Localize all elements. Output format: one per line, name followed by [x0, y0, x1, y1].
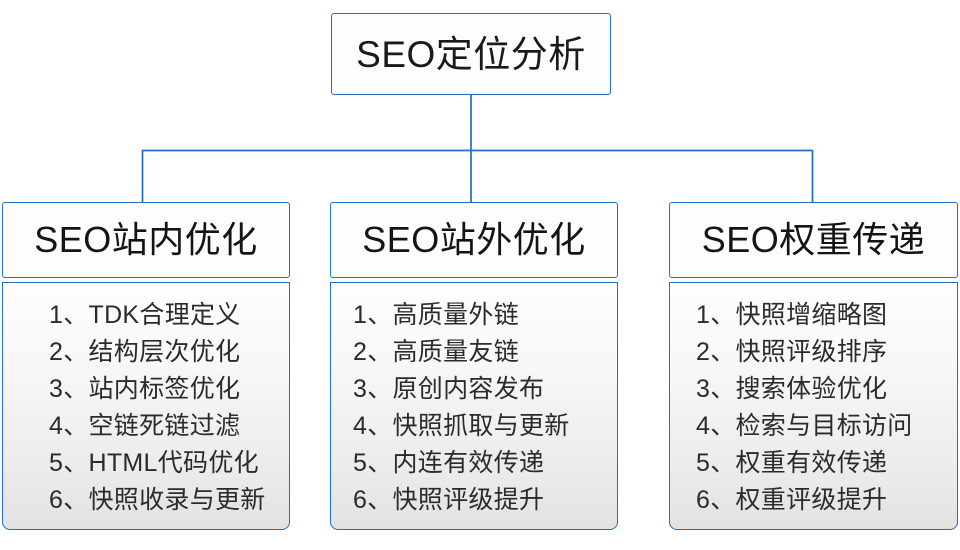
list-item: 1、快照增缩略图	[696, 301, 888, 329]
branch-title-2: SEO权重传递	[701, 219, 926, 260]
list-item: 6、快照收录与更新	[49, 486, 266, 514]
list-item: 1、高质量外链	[353, 301, 520, 329]
branch-item-list-0: 1、TDK合理定义 2、结构层次优化 3、站内标签优化 4、空链死链过滤 5、H…	[3, 297, 289, 519]
branch-item-list-2: 1、快照增缩略图 2、快照评级排序 3、搜索体验优化 4、检索与目标访问 5、权…	[670, 297, 957, 519]
branch-body-1: 1、高质量外链 2、高质量友链 3、原创内容发布 4、快照抓取与更新 5、内连有…	[330, 282, 618, 530]
list-item: 3、原创内容发布	[353, 375, 545, 403]
list-item: 4、快照抓取与更新	[353, 412, 570, 440]
branch-column-seo-offsite: SEO站外优化 1、高质量外链 2、高质量友链 3、原创内容发布 4、快照抓取与…	[330, 202, 618, 530]
branch-title-0: SEO站内优化	[34, 219, 258, 260]
branch-title-1: SEO站外优化	[362, 219, 586, 260]
branch-header-2[interactable]: SEO权重传递	[669, 202, 958, 278]
list-item: 4、检索与目标访问	[696, 412, 913, 440]
list-item: 3、站内标签优化	[49, 375, 241, 403]
list-item: 3、搜索体验优化	[696, 375, 888, 403]
root-node[interactable]: SEO定位分析	[331, 13, 611, 95]
list-item: 4、空链死链过滤	[49, 412, 241, 440]
branch-body-0: 1、TDK合理定义 2、结构层次优化 3、站内标签优化 4、空链死链过滤 5、H…	[2, 282, 290, 530]
branch-header-0[interactable]: SEO站内优化	[2, 202, 290, 278]
list-item: 6、权重评级提升	[696, 486, 888, 514]
list-item: 2、结构层次优化	[49, 338, 241, 366]
list-item: 5、内连有效传递	[353, 449, 545, 477]
list-item: 2、高质量友链	[353, 338, 520, 366]
list-item: 2、快照评级排序	[696, 338, 888, 366]
list-item: 5、权重有效传递	[696, 449, 888, 477]
root-node-label: SEO定位分析	[356, 33, 586, 75]
branch-body-2: 1、快照增缩略图 2、快照评级排序 3、搜索体验优化 4、检索与目标访问 5、权…	[669, 282, 958, 530]
branch-column-seo-weight: SEO权重传递 1、快照增缩略图 2、快照评级排序 3、搜索体验优化 4、检索与…	[669, 202, 958, 530]
branch-item-list-1: 1、高质量外链 2、高质量友链 3、原创内容发布 4、快照抓取与更新 5、内连有…	[331, 297, 617, 519]
list-item: 6、快照评级提升	[353, 486, 545, 514]
list-item: 1、TDK合理定义	[49, 301, 241, 329]
branch-column-seo-onsite: SEO站内优化 1、TDK合理定义 2、结构层次优化 3、站内标签优化 4、空链…	[2, 202, 290, 530]
branch-header-1[interactable]: SEO站外优化	[330, 202, 618, 278]
list-item: 5、HTML代码优化	[49, 449, 259, 477]
